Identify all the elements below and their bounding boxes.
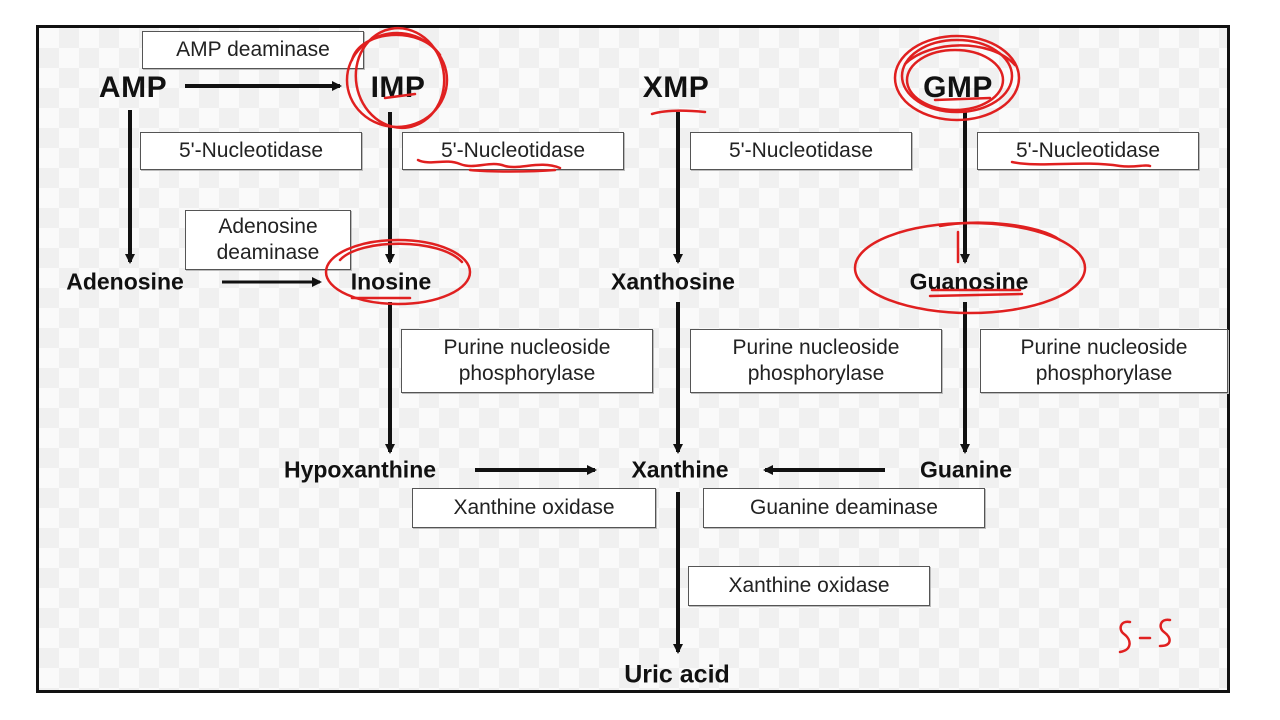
enzyme-guanine-deaminase: Guanine deaminase <box>703 488 985 528</box>
node-amp: AMP <box>98 71 168 104</box>
node-hypoxanthine: Hypoxanthine <box>283 456 437 483</box>
node-guanosine: Guanosine <box>909 268 1029 295</box>
node-guanine: Guanine <box>919 456 1013 483</box>
enzyme-5-nucleotidase-imp: 5'-Nucleotidase <box>402 132 624 170</box>
enzyme-5-nucleotidase-gmp: 5'-Nucleotidase <box>977 132 1199 170</box>
node-uric-acid: Uric acid <box>624 660 730 689</box>
node-imp: IMP <box>370 71 426 104</box>
node-inosine: Inosine <box>350 268 432 295</box>
enzyme-5-nucleotidase-xmp: 5'-Nucleotidase <box>690 132 912 170</box>
node-gmp: GMP <box>923 71 993 104</box>
node-adenosine: Adenosine <box>66 268 184 295</box>
enzyme-xanthine-oxidase-2: Xanthine oxidase <box>688 566 930 606</box>
node-xmp: XMP <box>642 71 710 104</box>
node-xanthosine: Xanthosine <box>611 268 735 295</box>
enzyme-5-nucleotidase-amp: 5'-Nucleotidase <box>140 132 362 170</box>
node-xanthine: Xanthine <box>631 456 729 483</box>
enzyme-xanthine-oxidase-1: Xanthine oxidase <box>412 488 656 528</box>
enzyme-amp-deaminase: AMP deaminase <box>142 31 364 69</box>
